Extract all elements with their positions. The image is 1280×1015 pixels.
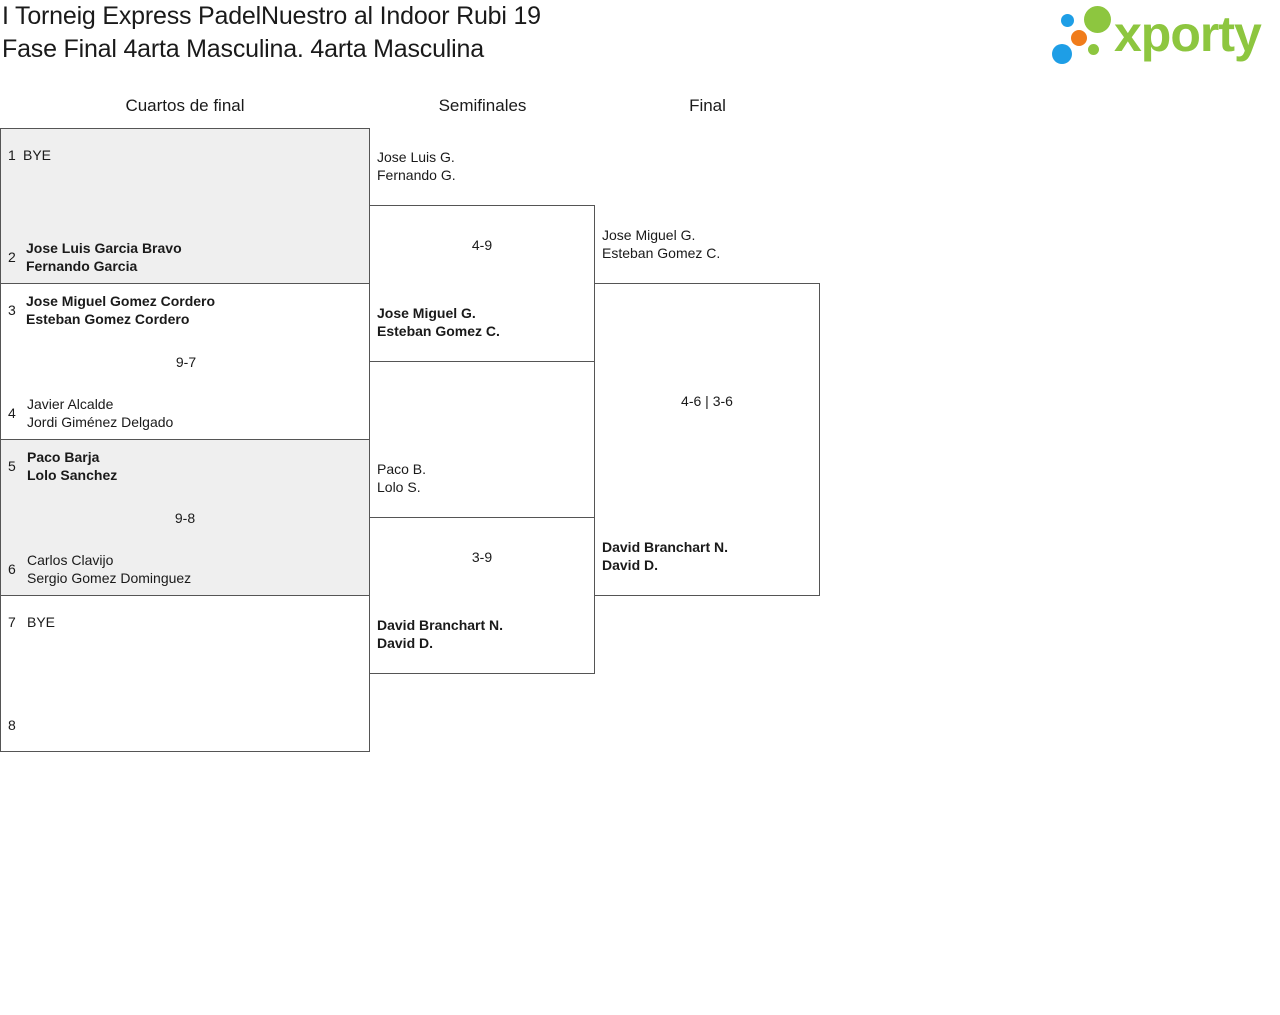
team-player-1: Jose Luis Garcia Bravo (26, 240, 182, 256)
quarterfinal-match-4[interactable]: 7 BYE 8 (0, 596, 370, 752)
match-score: 3-9 (471, 549, 493, 565)
match-score: 4-9 (471, 237, 493, 253)
team-player-1: Jose Miguel G. (377, 305, 476, 321)
team-player-1: Carlos Clavijo (27, 552, 114, 568)
team-player-2: Fernando Garcia (26, 258, 138, 274)
quarterfinal-match-3[interactable]: 5 Paco Barja Lolo Sanchez 9-8 6 Carlos C… (0, 440, 370, 596)
team-player-2: Esteban Gomez Cordero (26, 311, 190, 327)
team-player-2: Esteban Gomez C. (602, 245, 721, 261)
team-player-1: Javier Alcalde (27, 396, 114, 412)
team-player-2: Sergio Gomez Dominguez (27, 570, 192, 586)
logo-wordmark: xporty (1114, 6, 1262, 62)
phase-subtitle: Fase Final 4arta Masculina. 4arta Mascul… (2, 35, 484, 63)
team-player-2: Jordi Giménez Delgado (27, 414, 174, 430)
quarterfinal-match-1[interactable]: 1 BYE 2 Jose Luis Garcia Bravo Fernando … (0, 128, 370, 284)
match-score: 9-8 (174, 510, 196, 526)
team-player-2: David D. (377, 635, 434, 651)
team-player-1: David Branchart N. (377, 617, 504, 633)
team-player-1: Jose Miguel Gomez Cordero (26, 293, 216, 309)
seed-number: 4 (8, 405, 16, 421)
final-match[interactable]: 4-6 | 3-6 David Branchart N. David D. (594, 283, 820, 596)
team-player-1: Paco Barja (27, 449, 100, 465)
team-player-2: Fernando G. (377, 167, 456, 183)
round-header-quarterfinals: Cuartos de final (125, 96, 245, 115)
team-player-2: David D. (602, 557, 659, 573)
match-score: 9-7 (175, 354, 197, 370)
logo-dot-orange-icon (1071, 30, 1087, 46)
quarterfinal-match-2[interactable]: 3 Jose Miguel Gomez Cordero Esteban Gome… (0, 284, 370, 440)
seed-number: 8 (8, 717, 16, 733)
semifinal-match-1[interactable]: 4-9 Jose Miguel G. Esteban Gomez C. (369, 205, 595, 362)
logo-dot-green-icon (1084, 6, 1111, 33)
seed-number: 6 (8, 561, 16, 577)
match-score: 4-6 | 3-6 (681, 393, 733, 409)
round-header-semifinals: Semifinales (438, 96, 527, 115)
team-name: BYE (23, 147, 52, 163)
logo-dot-blue-small-icon (1061, 14, 1074, 27)
team-name: BYE (27, 614, 56, 630)
team-player-2: Lolo Sanchez (27, 467, 118, 483)
team-player-1: Jose Luis G. (377, 149, 455, 165)
seed-number: 3 (8, 302, 16, 318)
logo-dot-green-small-icon (1088, 44, 1099, 55)
team-player-1: David Branchart N. (602, 539, 729, 555)
team-player-1: Paco B. (377, 461, 427, 477)
team-player-1: Jose Miguel G. (602, 227, 696, 243)
round-header-final: Final (689, 96, 726, 115)
team-player-2: Esteban Gomez C. (377, 323, 500, 339)
logo-dot-blue-large-icon (1052, 44, 1072, 64)
seed-number: 5 (8, 458, 16, 474)
seed-number: 7 (8, 614, 16, 630)
tournament-title: I Torneig Express PadelNuestro al Indoor… (2, 2, 541, 30)
semifinal-match-2[interactable]: 3-9 David Branchart N. David D. (369, 517, 595, 674)
seed-number: 2 (8, 249, 16, 265)
team-player-2: Lolo S. (377, 479, 421, 495)
xporty-logo: xporty (1050, 4, 1276, 68)
seed-number: 1 (8, 147, 16, 163)
